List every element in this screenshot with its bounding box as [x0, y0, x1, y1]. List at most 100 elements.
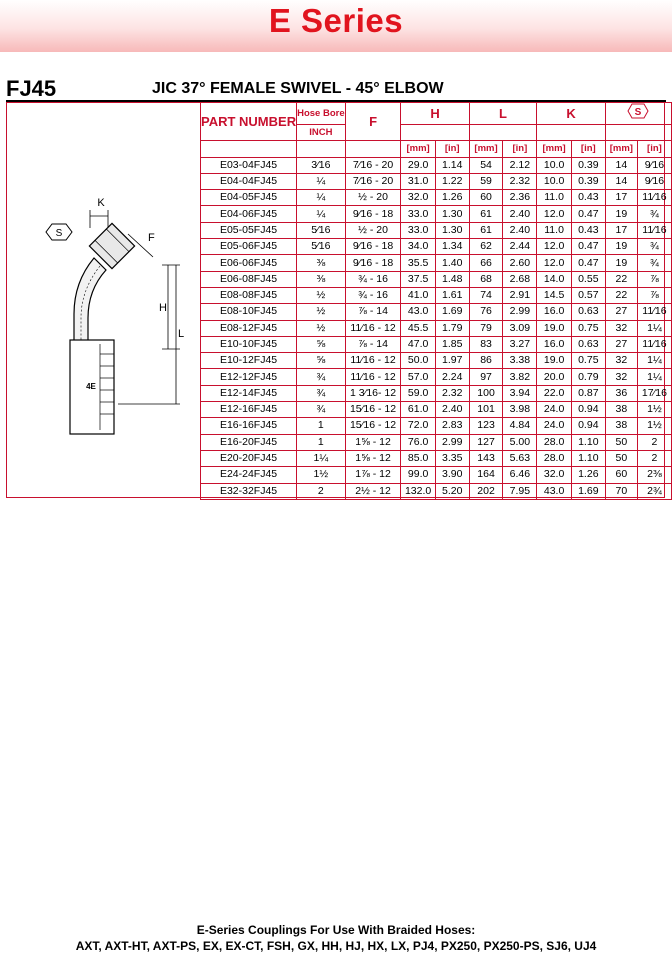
unit-h-in: [in]	[434, 140, 470, 158]
table-cell: 1.30	[434, 205, 470, 223]
units-spacer	[344, 140, 402, 158]
table-cell: 0.43	[570, 189, 606, 207]
table-cell: 57.0	[400, 368, 436, 386]
table-cell: ½ - 20	[344, 221, 402, 240]
table-cell: 15⁄16 - 12	[344, 401, 402, 419]
part-number-cell: E04-04FJ45	[199, 172, 298, 191]
table-cell: 0.79	[570, 368, 606, 386]
title-rule	[6, 100, 666, 102]
part-number-cell: E04-05FJ45	[199, 189, 298, 207]
table-cell: 0.47	[570, 205, 606, 223]
table-cell: 27	[604, 335, 638, 354]
units-spacer	[199, 140, 298, 158]
table-cell: 0.57	[570, 286, 606, 305]
table-cell: 2.60	[502, 254, 538, 272]
table-cell: 127	[468, 433, 504, 451]
table-cell: 1.26	[570, 466, 606, 484]
table-cell: 1.40	[434, 254, 470, 272]
table-cell: 31.0	[400, 172, 436, 191]
col-f: F	[344, 101, 402, 142]
table-cell: 2	[636, 433, 672, 451]
table-cell: 28.0	[536, 433, 572, 451]
table-cell: 11.0	[536, 221, 572, 240]
table-cell: ½	[296, 319, 346, 337]
table-cell: 3.98	[502, 401, 538, 419]
table-cell: 0.63	[570, 303, 606, 321]
table-cell: 22.0	[536, 384, 572, 403]
table-cell: 72.0	[400, 417, 436, 435]
table-cell: 7.95	[502, 482, 538, 500]
footer-hose-list: AXT, AXT-HT, AXT-PS, EX, EX-CT, FSH, GX,…	[75, 939, 597, 953]
part-number-cell: E06-06FJ45	[199, 254, 298, 272]
table-cell: 1.97	[434, 352, 470, 370]
table-cell: 24.0	[536, 401, 572, 419]
part-number-cell: E16-20FJ45	[199, 433, 298, 451]
table-cell: 76	[468, 303, 504, 321]
table-cell: 1.69	[570, 482, 606, 500]
table-cell: 1¼	[636, 352, 672, 370]
col-l: L	[468, 102, 538, 125]
table-cell: 76.0	[400, 433, 436, 451]
table-cell: 100	[468, 384, 504, 403]
table-cell: 1½	[636, 417, 672, 435]
table-cell: ⅞ - 14	[344, 303, 402, 321]
table-cell: 11⁄16 - 12	[344, 368, 402, 386]
table-cell: 32	[604, 368, 638, 386]
dim-label-k: K	[97, 197, 105, 209]
table-cell: 17⁄16	[636, 384, 672, 403]
table-cell: 9⁄16	[636, 156, 672, 174]
table-cell: 99.0	[400, 466, 436, 484]
table-cell: 50	[604, 433, 638, 451]
table-cell: 2	[296, 482, 346, 500]
brand-mark: 4E	[86, 382, 96, 391]
table-cell: 32	[604, 319, 638, 337]
table-cell: 3⁄16	[296, 156, 346, 174]
part-number-cell: E12-12FJ45	[199, 368, 298, 386]
table-cell: 2.36	[502, 189, 538, 207]
table-cell: 11⁄16	[636, 335, 672, 354]
table-cell: 17	[604, 221, 638, 240]
table-cell: ¾	[636, 254, 672, 272]
table-cell: ¼	[296, 172, 346, 191]
units-spacer	[296, 140, 346, 158]
table-cell: 10.0	[536, 172, 572, 191]
table-cell: 32	[604, 352, 638, 370]
unit-k-mm: [mm]	[536, 140, 572, 158]
table-cell: 2⅜	[636, 466, 672, 484]
table-cell: 6.46	[502, 466, 538, 484]
table-cell: 2½ - 12	[344, 482, 402, 500]
table-cell: 62	[468, 238, 504, 256]
col-part-number: PART NUMBER	[199, 101, 298, 142]
header-banner: E Series	[0, 0, 672, 52]
table-cell: 36	[604, 384, 638, 403]
table-cell: 17	[604, 189, 638, 207]
table-cell: 1.10	[570, 449, 606, 468]
table-cell: 14.0	[536, 270, 572, 288]
table-cell: ¾	[296, 401, 346, 419]
table-cell: 202	[468, 482, 504, 500]
table-cell: 33.0	[400, 221, 436, 240]
table-cell: 3.27	[502, 335, 538, 354]
part-number-cell: E12-16FJ45	[199, 401, 298, 419]
unit-l-in: [in]	[502, 140, 538, 158]
table-cell: 60	[468, 189, 504, 207]
table-cell: 7⁄16 - 20	[344, 172, 402, 191]
table-cell: 32.0	[536, 466, 572, 484]
part-number-cell: E04-06FJ45	[199, 205, 298, 223]
table-cell: 34.0	[400, 238, 436, 256]
table-cell: 70	[604, 482, 638, 500]
table-cell: 0.47	[570, 238, 606, 256]
table-cell: 1.85	[434, 335, 470, 354]
table-cell: 43.0	[400, 303, 436, 321]
part-number-cell: E12-14FJ45	[199, 384, 298, 403]
table-cell: ¾ - 16	[344, 270, 402, 288]
table-cell: 37.5	[400, 270, 436, 288]
table-cell: 50	[604, 449, 638, 468]
